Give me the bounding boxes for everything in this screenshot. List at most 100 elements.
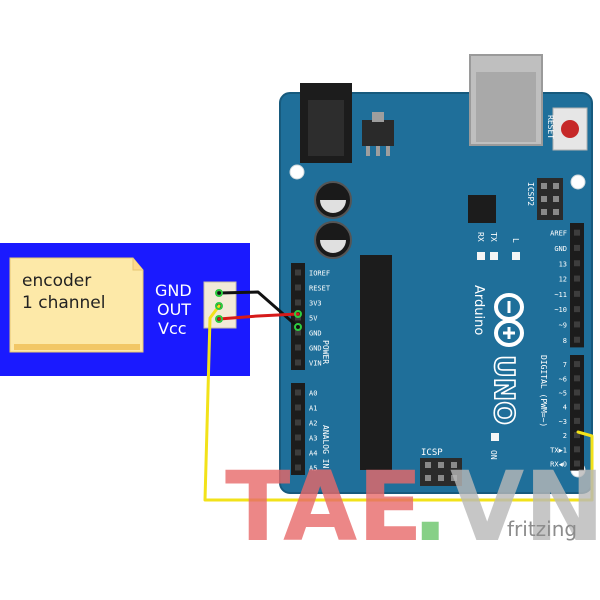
header-pin[interactable] bbox=[295, 389, 301, 396]
header-pin[interactable] bbox=[295, 299, 301, 306]
regulator-leg bbox=[376, 146, 380, 156]
header-pin[interactable] bbox=[295, 404, 301, 411]
header-housing bbox=[291, 383, 305, 475]
led-rx-label: RX bbox=[476, 232, 485, 242]
mounting-hole bbox=[570, 174, 586, 190]
pin-label: A0 bbox=[309, 390, 317, 398]
led-on bbox=[491, 433, 499, 441]
pin-label: A2 bbox=[309, 420, 317, 428]
wire-end-marker bbox=[215, 302, 223, 310]
encoder-module: encoder 1 channel GND OUT Vcc bbox=[0, 243, 250, 376]
header-pin[interactable] bbox=[295, 344, 301, 351]
pin-label: IOREF bbox=[309, 270, 330, 278]
pin-label: 13 bbox=[559, 260, 567, 268]
header-pin[interactable] bbox=[574, 306, 580, 313]
wires bbox=[203, 289, 594, 502]
wire-end-marker bbox=[294, 310, 302, 318]
header-pin[interactable] bbox=[574, 375, 580, 382]
header-pin[interactable] bbox=[295, 434, 301, 441]
usb-chip bbox=[468, 195, 496, 223]
header-pin[interactable] bbox=[295, 419, 301, 426]
arduino-logo-signs bbox=[503, 301, 515, 339]
pin-label: 2 bbox=[563, 432, 567, 440]
icsp-pins bbox=[425, 462, 457, 481]
watermark-dot: . bbox=[412, 451, 448, 563]
icsp-label: ICSP bbox=[421, 448, 443, 458]
pin-label: 5V bbox=[309, 315, 318, 323]
encoder-pin-gnd-label: GND bbox=[155, 281, 192, 300]
pin-label: GND bbox=[309, 330, 322, 338]
pin-label: AREF bbox=[550, 230, 567, 238]
led-l-label: L bbox=[511, 238, 520, 243]
arduino-brand: Arduino bbox=[471, 285, 486, 335]
header-pin[interactable] bbox=[574, 432, 580, 439]
pin-label: ~10 bbox=[554, 306, 567, 314]
pin-label: 3V3 bbox=[309, 300, 322, 308]
led-tx bbox=[490, 252, 498, 260]
watermark-tae: TAE bbox=[225, 451, 423, 563]
pin-label: ~9 bbox=[559, 321, 567, 329]
header-pin[interactable] bbox=[295, 329, 301, 336]
header-pin[interactable] bbox=[574, 389, 580, 396]
icsp2-pins bbox=[541, 183, 559, 215]
header-pin[interactable] bbox=[295, 359, 301, 366]
header-pin[interactable] bbox=[295, 284, 301, 291]
header-pin[interactable] bbox=[574, 229, 580, 236]
digital-section-label: DIGITAL (PWM=~) bbox=[539, 355, 548, 427]
header-pin[interactable] bbox=[574, 244, 580, 251]
header-pin[interactable] bbox=[574, 336, 580, 343]
arduino-uno-board: RESET ICSP 2 TX RX L bbox=[279, 54, 593, 494]
encoder-pin-vcc-label: Vcc bbox=[158, 319, 187, 338]
mounting-hole bbox=[289, 164, 305, 180]
pin-label: VIN bbox=[309, 360, 322, 368]
pin-label: ~11 bbox=[554, 291, 567, 299]
header-pin[interactable] bbox=[574, 290, 580, 297]
pin-label: ~6 bbox=[559, 375, 567, 383]
reset-label: RESET bbox=[546, 115, 555, 139]
led-rx bbox=[477, 252, 485, 260]
on-label: ON bbox=[489, 450, 498, 460]
led-tx-label: TX bbox=[489, 232, 498, 242]
pin-label: RX◀0 bbox=[550, 461, 567, 469]
pin-label: TX▶1 bbox=[550, 446, 567, 454]
pin-label: A4 bbox=[309, 450, 317, 458]
header-pin[interactable] bbox=[574, 361, 580, 368]
encoder-pin-out-label: OUT bbox=[157, 300, 191, 319]
header-pin[interactable] bbox=[295, 269, 301, 276]
header-pin[interactable] bbox=[574, 417, 580, 424]
pin-label: A3 bbox=[309, 435, 317, 443]
pin-label: GND bbox=[554, 245, 567, 253]
atmega-chip bbox=[360, 255, 392, 470]
header-pin[interactable] bbox=[295, 449, 301, 456]
regulator-leg bbox=[386, 146, 390, 156]
header-pin[interactable] bbox=[574, 260, 580, 267]
encoder-note-shape bbox=[9, 257, 144, 353]
voltage-regulator bbox=[362, 120, 394, 146]
pin-label: A1 bbox=[309, 405, 317, 413]
header-pin[interactable] bbox=[574, 275, 580, 282]
reset-button[interactable] bbox=[561, 120, 579, 138]
arduino-logo bbox=[494, 293, 524, 347]
fritzing-credit: fritzing bbox=[507, 517, 577, 541]
header-pin[interactable] bbox=[295, 464, 301, 471]
power-section-label: POWER bbox=[321, 340, 330, 364]
header-pin[interactable] bbox=[574, 321, 580, 328]
dc-power-jack-inner bbox=[308, 100, 344, 156]
pin-label: 8 bbox=[563, 337, 567, 345]
pin-label: RESET bbox=[309, 285, 331, 293]
icsp2-header bbox=[537, 178, 563, 220]
header-housing bbox=[570, 355, 584, 471]
pin-label: A5 bbox=[309, 465, 317, 473]
header-pin[interactable] bbox=[574, 446, 580, 453]
wire-vcc bbox=[217, 312, 300, 321]
pin-label: GND bbox=[309, 345, 322, 353]
encoder-label-line1: encoder bbox=[22, 271, 91, 291]
header-pin[interactable] bbox=[574, 460, 580, 467]
header-pin[interactable] bbox=[574, 403, 580, 410]
analog-section-label: ANALOG IN bbox=[321, 425, 330, 469]
encoder-label-line2: 1 channel bbox=[22, 293, 106, 313]
regulator-tab bbox=[372, 112, 384, 122]
